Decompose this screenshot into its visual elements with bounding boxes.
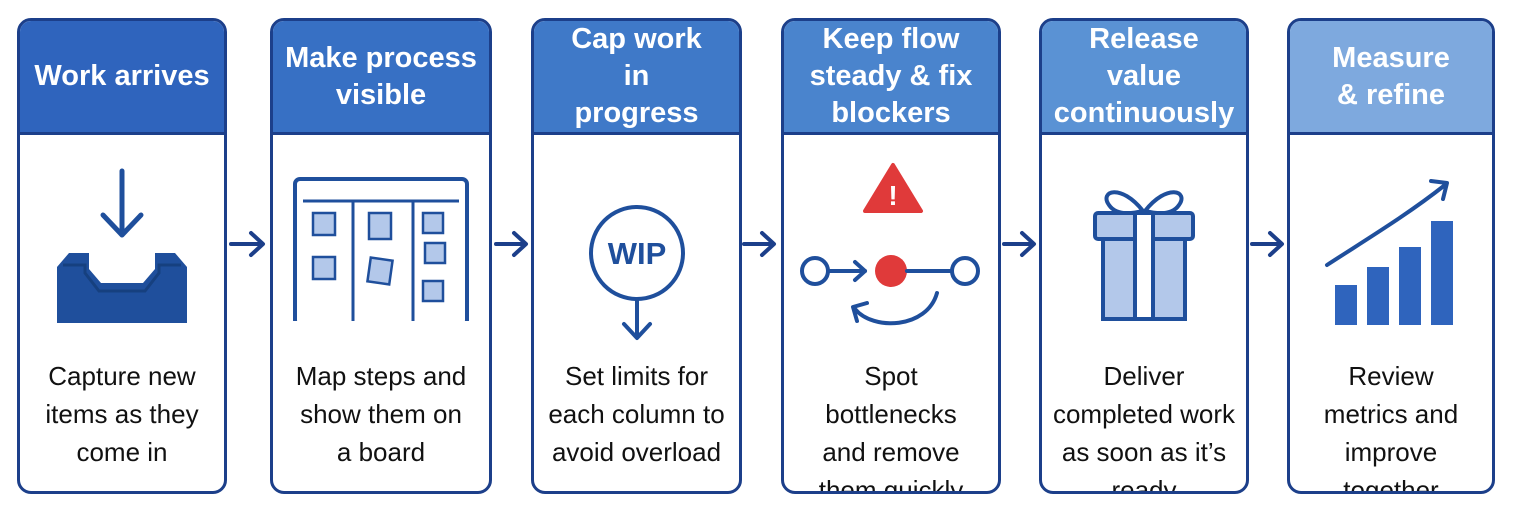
step-card-work-arrives: Work arrives Capture new items as they c… [17, 18, 227, 494]
gift-icon [1093, 190, 1195, 321]
warning-mark: ! [888, 180, 897, 211]
step-card-measure-refine: Measure & refine Review metrics and impr… [1287, 18, 1495, 494]
step-description: Set limits for each column to avoid over… [548, 361, 725, 467]
step-title: Work arrives [34, 60, 210, 92]
arrow-right-icon [229, 231, 265, 257]
step-description: Map steps and show them on a board [295, 361, 467, 467]
step-description: Spot bottlenecks and remove them quickly [818, 361, 964, 494]
step-title: Measure & refine [1332, 41, 1450, 111]
inbox-icon [57, 168, 187, 323]
step-card-make-process-visible: Make process visible Map steps and show … [270, 18, 492, 494]
arrow-right-icon [494, 231, 528, 257]
step-title: Keep flow steady & fix blockers [809, 23, 973, 129]
step-card-keep-flow-steady: Keep flow steady & fix blockers ! Spot b… [781, 18, 1001, 494]
step-card-cap-wip: Cap work in progress WIP Set limits for … [531, 18, 742, 494]
arrow-right-icon [1002, 231, 1036, 257]
step-description: Review metrics and improve together [1323, 361, 1459, 494]
step-description: Capture new items as they come in [45, 361, 199, 467]
wip-limit-icon: WIP [588, 205, 685, 340]
arrow-right-icon [1250, 231, 1284, 257]
step-description: Deliver completed work as soon as it’s r… [1052, 361, 1236, 494]
wip-label: WIP [607, 236, 666, 271]
growth-chart-icon [1325, 179, 1453, 325]
arrow-right-icon [742, 231, 776, 257]
step-header: Make process visible [273, 21, 489, 135]
flow-blocker-icon: ! [800, 163, 980, 326]
step-title: Cap work in progress [571, 23, 702, 129]
step-header: Cap work in progress [534, 21, 739, 135]
warning-icon: ! [863, 163, 923, 213]
step-title: Release value continuously [1053, 23, 1235, 129]
kanban-board-icon [293, 177, 469, 321]
step-card-release-value: Release value continuously Deliver compl… [1039, 18, 1249, 494]
step-header: Release value continuously [1042, 21, 1246, 135]
step-title: Make process visible [285, 41, 477, 111]
step-header: Keep flow steady & fix blockers [784, 21, 998, 135]
step-header: Work arrives [20, 21, 224, 135]
step-header: Measure & refine [1290, 21, 1492, 135]
